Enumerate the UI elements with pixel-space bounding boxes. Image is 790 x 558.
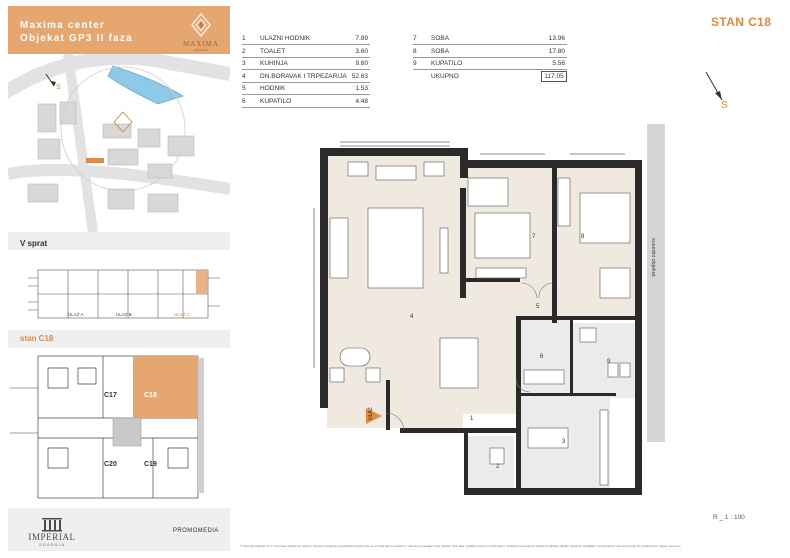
- floor-label: V sprat: [20, 239, 48, 248]
- floor-overview: [8, 250, 230, 330]
- disclaimer: © Imperial Gradnja d.o.o. Sve date velič…: [240, 544, 682, 548]
- total-label: UKUPNO: [431, 72, 459, 80]
- compass-icon: [705, 71, 723, 101]
- entrance-a-label: ULAZ A: [68, 312, 84, 317]
- room-number: 5: [536, 304, 540, 310]
- room-number: 2: [496, 464, 500, 470]
- room-row: 8 SOBA 17.80: [413, 47, 567, 58]
- unit-label: stan C18: [20, 334, 54, 343]
- compass-south-label: S: [721, 100, 728, 111]
- room-row: 3 KUHINJA 9.60: [242, 59, 370, 70]
- brand-header: Maxima center Objekat GP3 II faza MAXIMA…: [8, 6, 230, 54]
- neighbor-label: susedni objekat: [650, 238, 656, 277]
- room-number: 1: [470, 416, 474, 422]
- site-compass-label: S: [56, 84, 61, 91]
- entrance-marker: ULAZ: [366, 407, 382, 424]
- room-row: 4 DN.BORAVAK I TRPEZARIJA 52.63: [242, 72, 370, 83]
- room-number: 6: [540, 354, 544, 360]
- project-name: Maxima center: [20, 20, 106, 31]
- unit-c20-label: C20: [104, 461, 117, 468]
- room-number: 3: [562, 439, 566, 445]
- room-numbers: 1 2 3 4 5 6 7 8 9: [410, 234, 611, 470]
- room-row: 7 SOBA 13.96: [413, 34, 567, 45]
- total-row: UKUPNO 117.05: [413, 70, 567, 83]
- promomedia-label: PROMOMEDIA: [173, 528, 219, 534]
- site-map: [0, 50, 232, 233]
- imperial-logo: IMPERIAL GRADNJA: [22, 516, 92, 548]
- entrance-b-label: ULAZ B: [116, 312, 132, 317]
- room-row: 5 HODNIK 1.53: [242, 84, 370, 95]
- entrance-label: ULAZ: [368, 407, 374, 420]
- room-row: 6 KUPATILO 4.48: [242, 97, 370, 108]
- room-number: 4: [410, 314, 414, 320]
- unit-title: STAN C18: [711, 15, 772, 29]
- furniture: [329, 161, 631, 486]
- unit-c17-label: C17: [104, 392, 117, 399]
- walls: [320, 148, 642, 495]
- room-row: 1 ULAZNI HODNIK 7.89: [242, 34, 370, 45]
- room-number: 8: [581, 234, 585, 240]
- unit-keyplan: [8, 348, 230, 508]
- logo-name: MAXIMA: [183, 40, 219, 48]
- diamond-logo-icon: [191, 13, 211, 37]
- unit-c18-label: C18: [144, 392, 157, 399]
- building-name: Objekat GP3 II faza: [20, 33, 133, 44]
- room-row: 9 KUPATILO 5.56: [413, 59, 567, 70]
- room-number: 7: [532, 234, 536, 240]
- entrance-arrow-icon: [366, 408, 382, 424]
- room-row: 2 TOALET 3.60: [242, 47, 370, 58]
- unit-c19-label: C19: [144, 461, 157, 468]
- sidebar-labels: S ULAZ A ULAZ B ULAZ C C17 C18 C20 C19: [56, 84, 191, 468]
- columns-logo-icon: [42, 518, 62, 532]
- total-area: 117.05: [541, 70, 567, 82]
- doors: [385, 282, 554, 431]
- site-map-drawing: [0, 50, 232, 233]
- site-compass-icon: [45, 73, 56, 87]
- unit-keyplan-drawing: [10, 355, 204, 499]
- room-number: 9: [607, 359, 611, 365]
- imperial-name: IMPERIAL: [28, 532, 76, 542]
- entrance-c-label: ULAZ C: [174, 312, 191, 317]
- maxima-logo: MAXIMA CENTER: [180, 12, 222, 52]
- neighbor-building: [647, 124, 665, 442]
- floor-plan: 1 2 3 4 5 6 7 8 9 ULAZ susedni objekat: [313, 124, 665, 495]
- floor-overview-drawing: [28, 269, 220, 319]
- imperial-sub: GRADNJA: [38, 542, 66, 547]
- windows: [313, 141, 625, 368]
- scale-label: R _ 1 : 100: [713, 514, 745, 521]
- logo-sub: CENTER: [193, 48, 209, 52]
- info-sidebar: Maxima center Objekat GP3 II faza MAXIMA…: [0, 6, 232, 551]
